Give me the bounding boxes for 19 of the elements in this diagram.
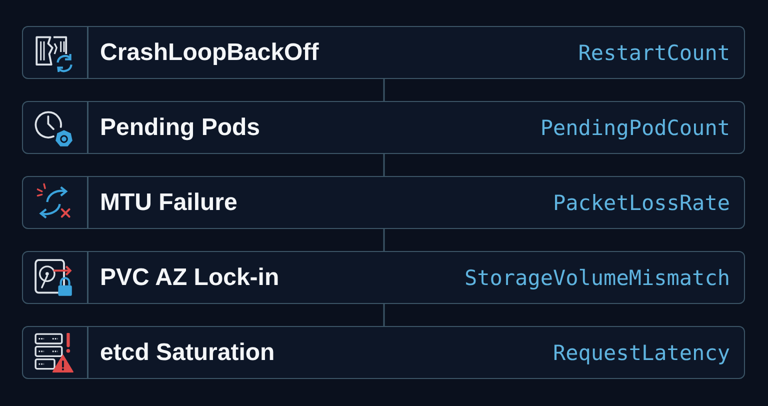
step-box [22, 251, 745, 304]
metric-name: StorageVolumeMismatch [464, 265, 730, 290]
connector-line [383, 79, 385, 101]
connector-line [383, 304, 385, 326]
metric-name: RestartCount [578, 40, 730, 65]
step-title: CrashLoopBackOff [100, 38, 319, 66]
step-title: etcd Saturation [100, 338, 275, 366]
step-title: MTU Failure [100, 188, 238, 216]
metric-name: PendingPodCount [540, 115, 730, 140]
metric-name: PacketLossRate [552, 190, 730, 215]
step-box [22, 26, 745, 79]
step-box [22, 101, 745, 154]
connector-line [383, 154, 385, 176]
step-title: PVC AZ Lock-in [100, 264, 280, 292]
connector-line [383, 229, 385, 251]
step-box [22, 176, 745, 229]
step-box [22, 326, 745, 379]
step-title: Pending Pods [100, 114, 260, 142]
metric-name: RequestLatency [552, 340, 730, 365]
